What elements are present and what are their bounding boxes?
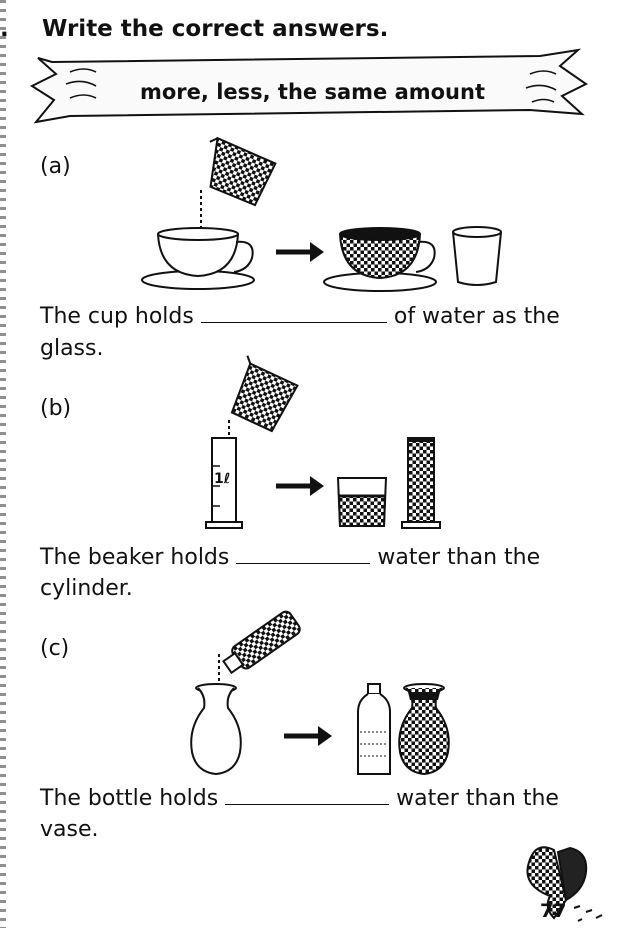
measuring-cylinder-icon [205,437,243,529]
question-c-label: (c) [40,636,70,661]
question-a-line2: glass. [40,336,104,361]
question-c-line2: vase. [40,817,99,842]
page-binding-edge [0,0,6,928]
question-a-label: (a) [40,154,71,179]
empty-glass-icon [452,226,502,286]
word-bank-banner [29,48,588,124]
question-b-text-after: water than the [377,545,541,570]
question-b-sentence: The beaker holds water than the [40,545,540,571]
full-cup-icon [323,227,437,292]
pour-stream-a [200,190,202,238]
pouring-jug-icon [209,136,277,207]
arrow-right-icon [276,476,324,496]
pouring-bottle-icon [222,610,301,675]
butterfly-icon [526,846,603,922]
arrow-right-icon [284,726,332,746]
question-b-label: (b) [40,396,72,421]
empty-vase-icon [190,683,242,776]
empty-cup-icon [141,227,255,290]
instruction-heading: Write the correct answers. [42,16,389,42]
question-a-sentence: The cup holds of water as the [40,304,560,330]
word-bank-text: more, less, the same amount [140,80,485,104]
answer-blank-a[interactable] [200,304,387,323]
question-b-line2: cylinder. [40,576,133,601]
arrow-right-icon [276,242,324,262]
full-vase-icon [398,683,450,776]
question-a-text-before: The cup holds [40,304,194,329]
question-a-text-after: of water as the [393,304,560,329]
question-c-text-after: water than the [396,786,559,811]
full-cylinder-icon [401,437,441,529]
answer-blank-c[interactable] [225,786,390,805]
question-c-sentence: The bottle holds water than the [40,786,559,812]
half-full-beaker-icon [336,477,388,527]
question-b-text-before: The beaker holds [40,545,230,570]
question-c-text-before: The bottle holds [40,786,219,811]
pour-stream-c [218,654,220,682]
pouring-beaker-icon [230,355,299,433]
answer-blank-b[interactable] [236,545,371,564]
cylinder-volume-mark: 1ℓ [214,471,231,487]
page-number: 77 [540,900,567,922]
empty-bottle-icon [357,683,391,775]
question-number: . [0,16,9,42]
